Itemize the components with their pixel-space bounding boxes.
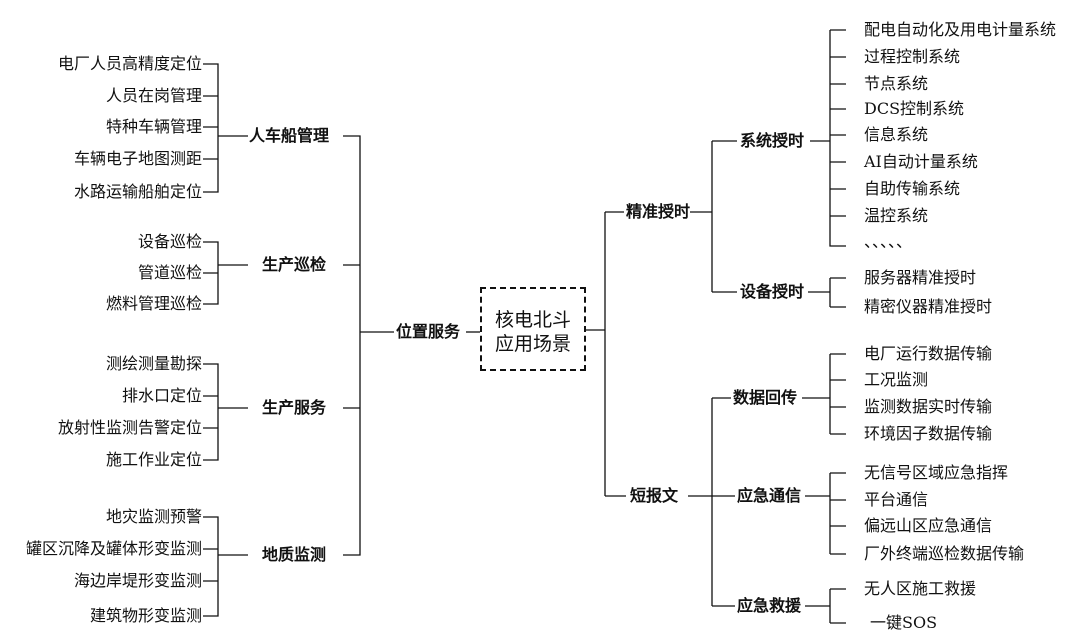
- left-leaf-item: 海边岸堤形变监测: [73, 571, 202, 590]
- right-leaf-item: 工况监测: [864, 370, 929, 389]
- right-leaf-item: 服务器精准授时: [864, 268, 977, 287]
- right-group-label: 设备授时: [740, 282, 805, 301]
- left-leaf-item: 建筑物形变监测: [89, 606, 202, 625]
- right-leaf-item: 平台通信: [864, 490, 929, 509]
- right-leaf-item: 信息系统: [864, 125, 929, 144]
- right-leaf-item: 自助传输系统: [864, 179, 961, 198]
- right-leaf-item: 、、、、、: [864, 232, 913, 251]
- left-leaf-item: 排水口定位: [121, 386, 202, 405]
- right-leaf-item: 监测数据实时传输: [864, 397, 993, 416]
- right-leaf-item: 一键SOS: [870, 613, 938, 632]
- left-leaf-item: 燃料管理巡检: [105, 294, 202, 313]
- right-leaf-item: 厂外终端巡检数据传输: [864, 544, 1025, 563]
- right-leaf-item: AI自动计量系统: [864, 152, 978, 171]
- left-leaf-item: 放射性监测告警定位: [57, 418, 202, 437]
- left-leaf-item: 电厂人员高精度定位: [57, 54, 202, 73]
- right-leaf-item: 节点系统: [864, 74, 929, 93]
- left-root-node: 位置服务: [396, 322, 461, 341]
- left-group-label: 地质监测: [262, 545, 327, 564]
- right-leaf-item: 过程控制系统: [864, 47, 961, 66]
- left-leaf-item: 测绘测量勘探: [105, 354, 202, 373]
- left-group-label: 生产巡检: [262, 255, 327, 274]
- left-group-label: 人车船管理: [249, 126, 330, 145]
- right-leaf-item: 温控系统: [864, 206, 929, 225]
- right-group-label: 应急通信: [737, 486, 802, 505]
- left-leaf-item: 水路运输船舶定位: [73, 182, 202, 201]
- left-leaf-item: 罐区沉降及罐体形变监测: [25, 539, 202, 558]
- left-leaf-item: 特种车辆管理: [105, 117, 202, 136]
- left-leaf-item: 施工作业定位: [105, 450, 202, 469]
- right-leaf-item: 环境因子数据传输: [864, 424, 993, 443]
- center-node-box: [480, 287, 586, 371]
- right-leaf-item: 配电自动化及用电计量系统: [864, 20, 1057, 39]
- right-branch-label: 短报文: [630, 486, 679, 505]
- right-group-label: 数据回传: [733, 388, 798, 407]
- left-leaf-item: 设备巡检: [137, 232, 202, 251]
- right-leaf-item: 无人区施工救援: [864, 579, 977, 598]
- center-node-line2: 应用场景: [494, 333, 571, 355]
- right-leaf-item: 精密仪器精准授时: [864, 297, 993, 316]
- right-group-label: 应急救援: [737, 596, 802, 615]
- right-leaf-item: 电厂运行数据传输: [864, 344, 993, 363]
- right-leaf-item: 无信号区域应急指挥: [864, 463, 1009, 482]
- left-leaf-item: 地灾监测预警: [105, 507, 202, 526]
- right-leaf-item: 偏远山区应急通信: [864, 516, 993, 535]
- left-leaf-item: 管道巡检: [137, 263, 202, 282]
- left-leaf-item: 车辆电子地图测距: [73, 149, 202, 168]
- right-group-label: 系统授时: [740, 131, 805, 150]
- right-leaf-item: DCS控制系统: [864, 99, 965, 118]
- center-node-line1: 核电北斗: [494, 309, 571, 331]
- right-branch-label: 精准授时: [626, 202, 691, 221]
- left-group-label: 生产服务: [262, 398, 327, 417]
- left-leaf-item: 人员在岗管理: [105, 86, 202, 105]
